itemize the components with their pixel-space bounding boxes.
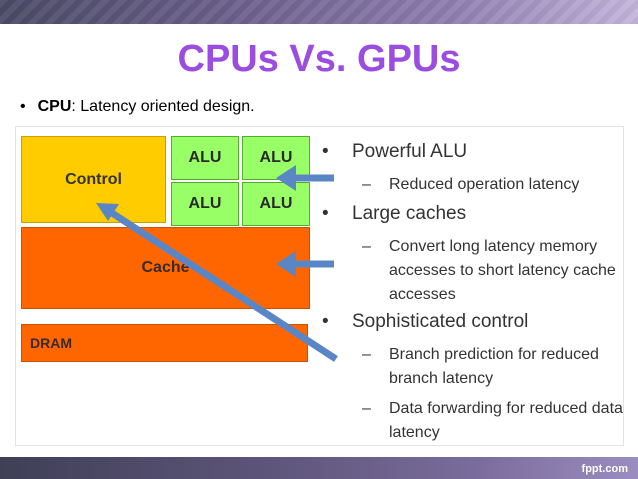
arrow-to-control xyxy=(96,203,338,362)
alu-block-3: ALU xyxy=(171,182,239,226)
bullet-dot-icon: • xyxy=(20,98,26,115)
bullet-dot-icon: • xyxy=(322,203,329,224)
sub-reduced-operation-latency: –Reduced operation latency xyxy=(362,176,580,193)
sub-convert-long-latency: –Convert long latency memory accesses to… xyxy=(362,238,616,303)
cpu-architecture-figure: Control ALU ALU ALU ALU Cache DRAM •Powe… xyxy=(16,127,623,445)
point-large-caches: •Large caches xyxy=(322,203,467,224)
cpu-description: : Latency oriented design. xyxy=(71,98,255,115)
bullet-dot-icon: • xyxy=(322,141,329,162)
cache-block: Cache xyxy=(21,227,310,309)
arrow-to-cache xyxy=(276,251,334,277)
top-decorative-band xyxy=(0,0,638,24)
point-powerful-alu: •Powerful ALU xyxy=(322,141,468,162)
alu-block-4: ALU xyxy=(242,182,310,226)
bullet-dot-icon: • xyxy=(322,311,329,332)
footer-logo: fppt.com xyxy=(581,463,628,475)
slide-title: CPUs Vs. GPUs xyxy=(177,38,461,80)
bottom-decorative-band: fppt.com xyxy=(0,457,638,479)
cpu-label: CPU xyxy=(37,98,72,115)
cpu-bullet: • CPU: Latency oriented design. xyxy=(20,98,255,116)
pointer-arrows xyxy=(96,165,338,362)
point-sophisticated-control: •Sophisticated control xyxy=(322,311,529,332)
control-block: Control xyxy=(21,136,166,223)
alu-block-1: ALU xyxy=(171,136,239,180)
sub-branch-prediction: –Branch prediction for reduced branch la… xyxy=(362,346,599,387)
dram-block: DRAM xyxy=(21,324,308,362)
alu-block-2: ALU xyxy=(242,136,310,180)
sub-data-forwarding: –Data forwarding for reduced data latenc… xyxy=(362,400,623,441)
arrow-to-alu xyxy=(276,165,334,191)
